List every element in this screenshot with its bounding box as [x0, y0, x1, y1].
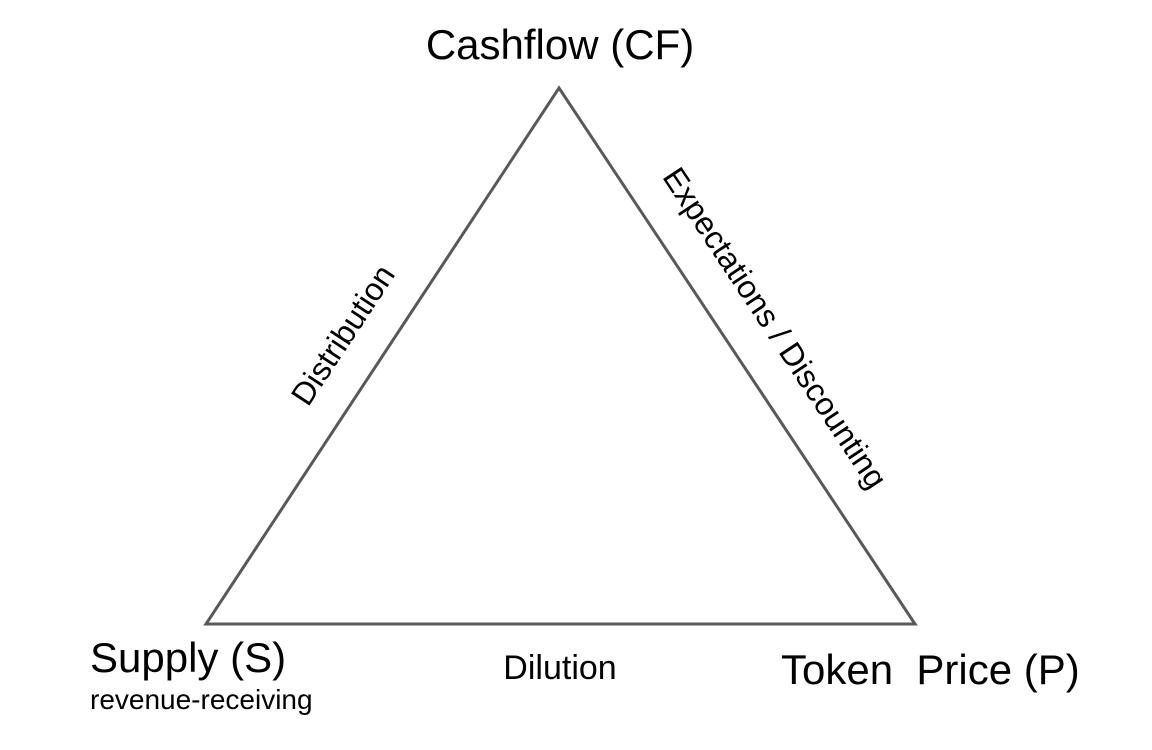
vertex-label-cashflow: Cashflow (CF)	[425, 21, 695, 68]
triangle-shape	[203, 85, 918, 626]
vertex-label-supply: Supply (S)	[90, 634, 287, 681]
vertex-sublabel-supply-revenue-receiving: revenue-receiving	[90, 684, 313, 716]
edge-label-dilution: Dilution	[503, 649, 617, 687]
vertex-supply-block: Supply (S) revenue-receiving	[90, 633, 313, 716]
vertex-label-token-price: Token Price (P)	[781, 646, 1080, 693]
